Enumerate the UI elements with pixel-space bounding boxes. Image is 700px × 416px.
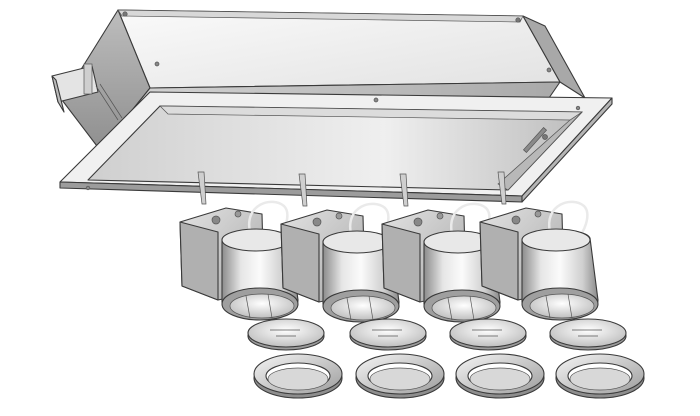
accessory-set-3 [449,318,545,399]
mounting-bracket [51,63,123,121]
accessory-set-1 [247,318,343,399]
trim-flange [59,91,613,203]
lamp-module-1 [179,171,299,321]
accessory-set-4 [549,318,645,399]
accessory-set-2 [349,318,445,399]
lamp-module-2 [280,173,400,323]
lamp-module-3 [381,173,501,323]
lamp-module-4 [479,171,599,321]
